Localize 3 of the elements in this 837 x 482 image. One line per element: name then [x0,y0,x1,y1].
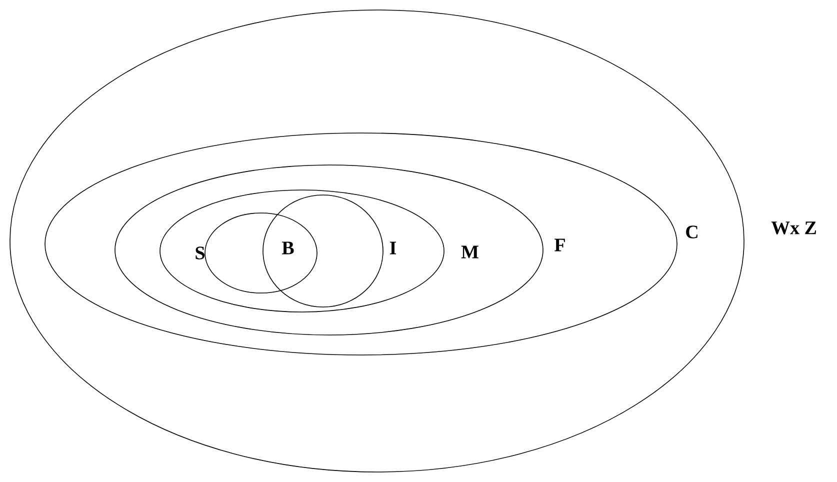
region-label: B [282,242,294,254]
node-label: I [390,242,396,254]
node-label: S [196,246,204,260]
